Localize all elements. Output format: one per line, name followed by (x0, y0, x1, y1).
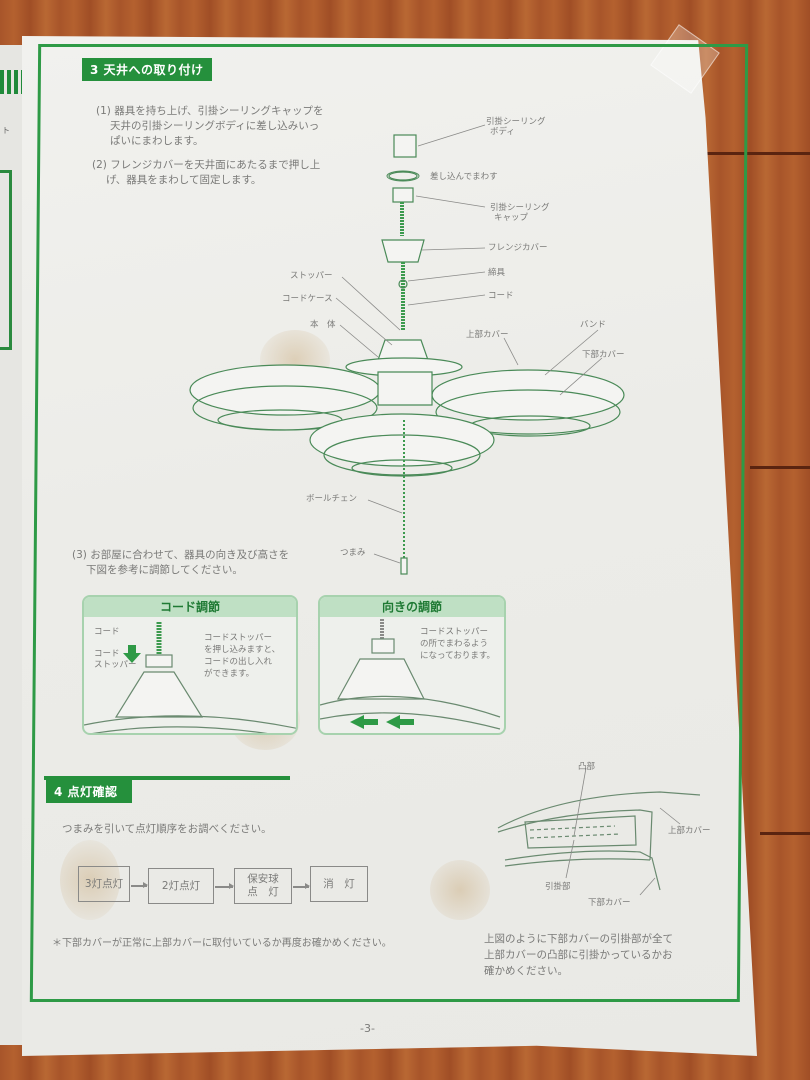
direction-adjust-illustration (320, 619, 501, 730)
direction-note-1: コードストッパー (420, 627, 489, 637)
cord-note-3: コードの出し入れ (204, 657, 273, 667)
label-ball-chain: ボールチェン (306, 494, 358, 504)
label-stopper: ストッパー (290, 271, 333, 281)
label-cord: コード (488, 291, 514, 301)
section-4-rule (44, 776, 290, 780)
direction-adjust-title: 向きの調節 (320, 597, 504, 617)
header-bars-decoration (0, 70, 26, 94)
cord-adjust-illustration (84, 622, 296, 733)
label-cord-stopper: コード (94, 649, 120, 659)
direction-note-2: の所でまわるよう (420, 639, 489, 649)
label-ceiling-body-2: ボディ (490, 127, 515, 137)
section-4-heading: 4 点灯確認 (46, 780, 132, 803)
flow-arrow (215, 883, 234, 889)
step-3-line-2: 下図を参考に調節してください。 (86, 564, 243, 576)
stain (430, 860, 490, 920)
label-lower-cover-detail: 下部カバー (588, 898, 631, 908)
flow-step-off: 消 灯 (310, 866, 368, 902)
label-main-body: 本 体 (310, 320, 336, 330)
cord-note-4: ができます。 (204, 669, 255, 679)
label-flange-cover: フレンジカバー (488, 243, 548, 253)
step-2-line-2: げ、器具をまわして固定します。 (106, 174, 262, 186)
label-insert-rotate: 差し込んでまわす (430, 172, 498, 182)
label-upper-cover: 上部カバー (466, 330, 509, 340)
section-3-heading: 3 天井への取り付け (82, 58, 212, 81)
step-2-line-1: (2) フレンジカバーを天井面にあたるまで押し上 (92, 159, 321, 171)
label-fitting: 締具 (488, 268, 506, 278)
detail-note-2: 上部カバーの凸部に引掛かっているかお (484, 949, 673, 961)
label-ceiling-cap-2: キャップ (494, 213, 529, 223)
left-page-text-fragment: ト (2, 126, 10, 135)
lighting-instruction: つまみを引いて点灯順序をお調べください。 (62, 823, 272, 835)
label-knob: つまみ (340, 548, 366, 558)
cord-adjust-panel: コード調節 コード コード ストッパー コードストッパー を押し込みますと、 コ… (82, 595, 298, 735)
flow-arrow (131, 882, 148, 888)
flow-step-3-lights: 3灯点灯 (78, 866, 130, 902)
label-upper-cover-detail: 上部カバー (668, 826, 711, 836)
floor-seam (750, 466, 810, 469)
cord-note-2: を押し込みますと、 (204, 645, 281, 655)
step-1-line-3: ぱいにまわします。 (110, 135, 204, 147)
page-number: -3- (360, 1022, 375, 1035)
step-1-line-2: 天井の引掛シーリングボディに差し込みいっ (110, 120, 320, 132)
direction-note-3: になっております。 (420, 651, 495, 661)
cord-adjust-title: コード調節 (84, 597, 296, 617)
step-1-line-1: (1) 器具を持ち上げ、引掛シーリングキャップを (96, 105, 324, 117)
direction-adjust-panel: 向きの調節 コードストッパー の所でまわるよう になっております。 (318, 595, 506, 735)
detail-note-1: 上図のように下部カバーの引掛部が全て (484, 933, 673, 945)
label-cord-stopper-2: ストッパー (94, 660, 137, 670)
step-3-line-1: (3) お部屋に合わせて、器具の向き及び高さを (72, 549, 290, 561)
floor-seam (700, 152, 810, 155)
cord-note-1: コードストッパー (204, 633, 273, 643)
label-convex: 凸部 (578, 762, 596, 772)
footnote: ＊下部カバーが正常に上部カバーに取付いているか再度お確かめください。 (52, 938, 392, 949)
flow-step-night-light: 保安球 点 灯 (234, 868, 292, 904)
label-hook: 引掛部 (545, 882, 571, 892)
left-page-frame (0, 170, 12, 350)
stain (60, 840, 120, 920)
flow-arrow (293, 883, 310, 889)
label-ceiling-cap: 引掛シーリング (490, 203, 550, 213)
floor-seam (760, 832, 810, 835)
label-cord: コード (94, 627, 120, 637)
label-ceiling-body: 引掛シーリング (486, 117, 546, 127)
label-band: バンド (580, 320, 606, 330)
flow-step-2-lights: 2灯点灯 (148, 868, 214, 904)
detail-note-3: 確かめください。 (484, 965, 568, 977)
label-lower-cover: 下部カバー (582, 350, 625, 360)
label-cord-case: コードケース (282, 294, 333, 304)
